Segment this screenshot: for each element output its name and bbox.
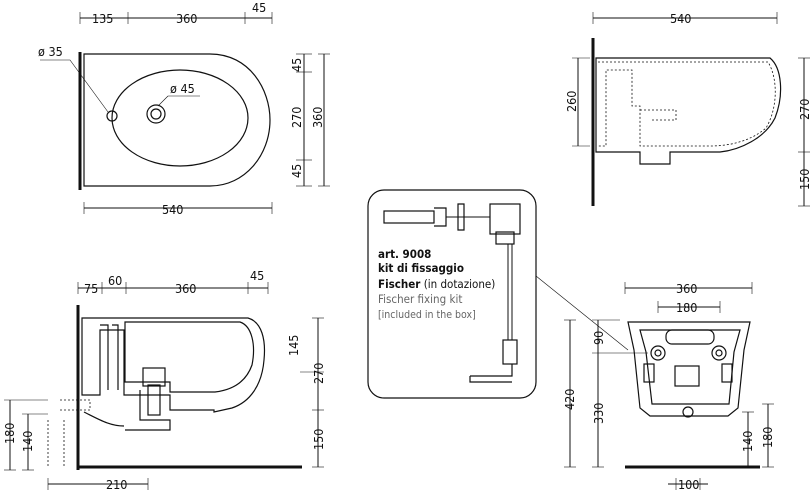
section-dim-left-2: 140 bbox=[20, 431, 35, 452]
back-opening bbox=[665, 329, 715, 345]
hole-small-label: ø 35 bbox=[38, 44, 63, 59]
bowl-outline bbox=[111, 69, 249, 167]
kit-en-line1: Fischer fixing kit bbox=[378, 292, 462, 306]
back-outline bbox=[627, 321, 751, 417]
back-dim-bottom: 100 bbox=[678, 477, 699, 492]
section-dim-top-2: 60 bbox=[108, 273, 122, 288]
bracket-nut bbox=[489, 203, 521, 235]
fixing-rods bbox=[100, 324, 119, 390]
fixing-kit-callout: art. 9008 kit di fissaggio Fischer (in d… bbox=[367, 189, 629, 399]
section-dim-top-1: 75 bbox=[84, 281, 98, 296]
fixing-hole-right bbox=[711, 345, 727, 361]
hole-small bbox=[106, 110, 118, 122]
back-dim-left-1: 90 bbox=[591, 331, 606, 345]
kit-frame bbox=[367, 189, 537, 399]
back-dim-left-2: 420 bbox=[562, 389, 577, 410]
back-dim-right-2: 180 bbox=[760, 427, 775, 448]
back-view: 360 180 90 420 330 140 180 100 bbox=[562, 281, 775, 492]
leader-small bbox=[40, 59, 109, 113]
hole-large-inner bbox=[150, 108, 162, 120]
dim-top-2: 360 bbox=[176, 11, 197, 26]
supply-pipes bbox=[47, 399, 91, 468]
dim-right-2: 270 bbox=[289, 107, 304, 128]
section-bowl bbox=[124, 321, 255, 393]
section-dim-right-1: 145 bbox=[286, 335, 301, 356]
side-view: 540 260 270 150 bbox=[564, 11, 811, 207]
side-outline bbox=[595, 57, 782, 165]
back-dim-top: 360 bbox=[676, 281, 697, 296]
rod-foot bbox=[469, 364, 513, 383]
kit-line2-bold: Fischer bbox=[378, 277, 421, 291]
kit-leader bbox=[535, 275, 629, 351]
side-hidden-lines bbox=[598, 61, 776, 147]
dim-bottom: 540 bbox=[162, 202, 183, 217]
side-dim-right-bottom: 150 bbox=[797, 169, 811, 190]
fixing-hole-left bbox=[650, 345, 666, 361]
drain-trap bbox=[142, 367, 166, 387]
dim-right-outer: 360 bbox=[310, 107, 325, 128]
hole-large-outer bbox=[146, 104, 166, 124]
back-dim-left-3: 330 bbox=[591, 403, 606, 424]
kit-line2: Fischer (in dotazione) bbox=[378, 277, 495, 291]
bidet-outline bbox=[83, 53, 271, 187]
section-dim-top-3: 360 bbox=[175, 281, 196, 296]
dim-right-1: 45 bbox=[289, 58, 304, 72]
side-dim-left: 260 bbox=[564, 91, 579, 112]
back-dim-right-1: 140 bbox=[740, 431, 755, 452]
dim-top-3: 45 bbox=[252, 0, 266, 15]
kit-en-line2: [included in the box] bbox=[378, 309, 476, 321]
section-dim-right-2: 270 bbox=[311, 363, 326, 384]
kit-line2-rest: (in dotazione) bbox=[420, 277, 495, 291]
back-dim-inner: 180 bbox=[676, 300, 697, 315]
section-dim-top-4: 45 bbox=[250, 268, 264, 283]
dim-right-3: 45 bbox=[289, 164, 304, 178]
back-inlet bbox=[674, 365, 700, 387]
section-dim-left-1: 180 bbox=[2, 423, 17, 444]
drain-pipe bbox=[125, 390, 171, 431]
section-dim-right-3: 150 bbox=[311, 429, 326, 450]
kit-art: art. 9008 bbox=[378, 247, 431, 261]
section-view: 75 60 360 45 145 270 150 180 140 210 bbox=[2, 268, 326, 492]
side-dim-right-top: 270 bbox=[797, 99, 811, 120]
anchor-plug bbox=[383, 210, 435, 224]
leader-large bbox=[157, 95, 200, 107]
section-dim-bottom: 210 bbox=[106, 477, 127, 492]
top-view: ø 35 ø 45 135 360 45 540 45 270 45 360 bbox=[38, 0, 330, 217]
drain-hole bbox=[682, 406, 694, 418]
section-body bbox=[81, 317, 266, 413]
side-dim-top: 540 bbox=[670, 11, 691, 26]
dim-top-1: 135 bbox=[92, 11, 113, 26]
kit-line1: kit di fissaggio bbox=[378, 261, 464, 275]
hole-large-label: ø 45 bbox=[170, 81, 195, 96]
